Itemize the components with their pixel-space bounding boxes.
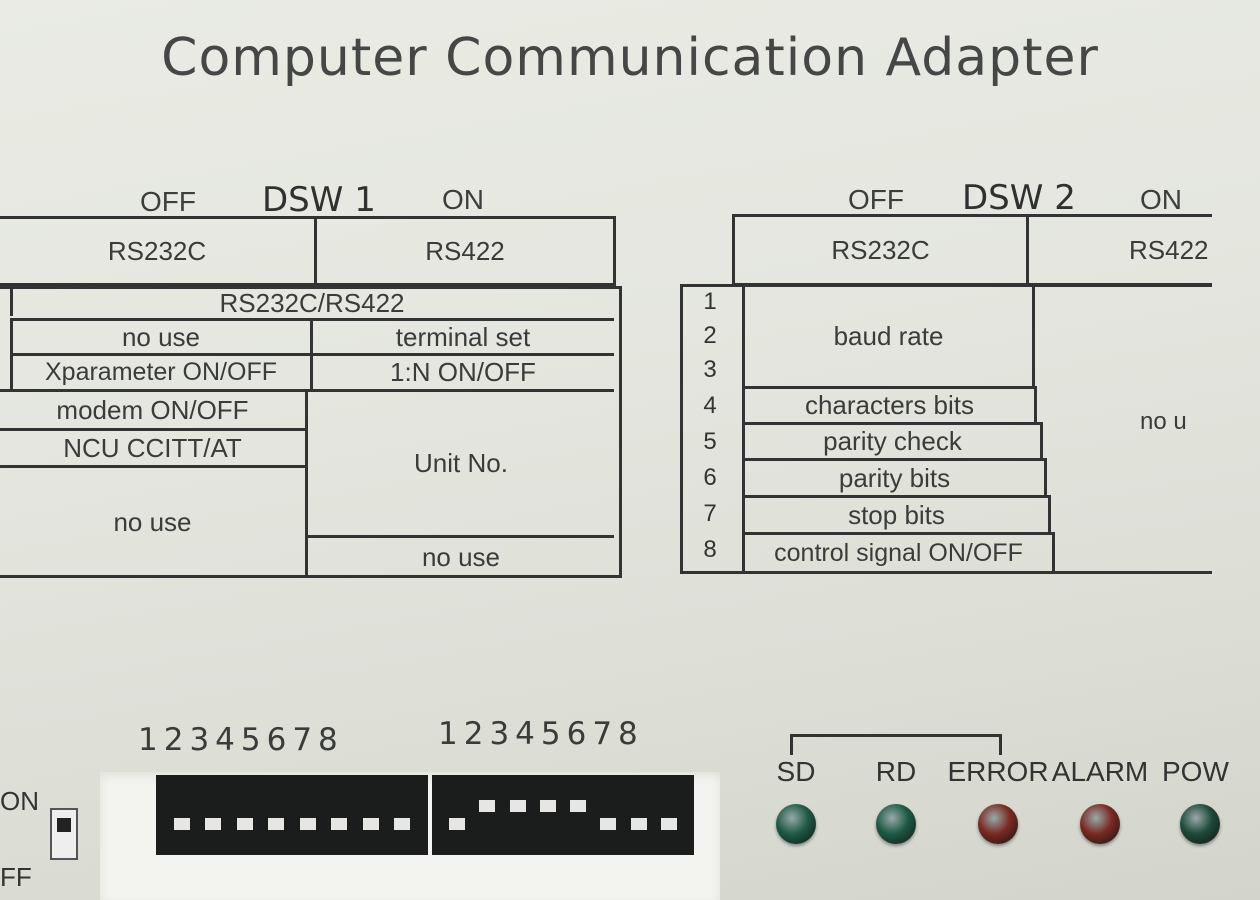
dip-switch-2-4[interactable] — [538, 800, 558, 830]
dsw2-title: DSW 2 — [962, 178, 1076, 218]
led-sd-indicator — [776, 804, 816, 844]
dip-switch-2-7[interactable] — [629, 800, 649, 830]
dip-switch-1-1[interactable] — [172, 800, 192, 830]
dsw2-number-6: 6 — [703, 464, 717, 491]
dip-switch-1-8[interactable] — [392, 800, 412, 830]
dip-switch-2-3[interactable] — [508, 800, 528, 830]
dip1-numbers: 12345678 — [138, 722, 344, 758]
dip-knob — [205, 818, 222, 830]
dip-knob — [331, 818, 348, 830]
dip-knob — [362, 818, 379, 830]
led-label-error: ERROR — [947, 756, 1049, 787]
dsw2-body-box — [680, 284, 1212, 574]
dip-knob — [660, 818, 677, 830]
dsw2-col-off: RS232C — [831, 234, 930, 265]
dsw2-control-signal: control signal ON/OFF — [774, 539, 1023, 567]
dsw1-unit-no: Unit No. — [414, 448, 508, 478]
dsw2-on-side-note: no u — [1140, 408, 1187, 435]
dsw2-parity-check: parity check — [823, 426, 962, 456]
dsw2-characters-bits: characters bits — [804, 390, 975, 420]
dsw2-number-7: 7 — [703, 500, 717, 527]
dsw2-parity-bits: parity bits — [838, 462, 951, 493]
dsw1-row-interface: RS232C/RS422 — [219, 287, 405, 318]
dsw1-body-box — [0, 286, 622, 578]
led-label-pow: POW — [1162, 756, 1229, 787]
dip-switch-2-5[interactable] — [568, 800, 588, 830]
dsw2-number-8: 8 — [703, 536, 717, 563]
dip-knob — [299, 818, 316, 830]
side-switch-on-label: ON — [0, 786, 39, 816]
toggle-knob — [57, 818, 71, 832]
dip-switch-1-6[interactable] — [329, 800, 349, 830]
dsw2-number-3: 3 — [703, 356, 717, 383]
dsw2-number-5: 5 — [703, 428, 717, 455]
led-rd-indicator — [876, 804, 916, 844]
dsw2-off-label: OFF — [848, 184, 904, 215]
led-alarm-indicator — [1080, 804, 1120, 844]
dsw2-col-on: RS422 — [1129, 234, 1209, 265]
dsw1-row3-off: Xparameter ON/OFF — [45, 358, 277, 386]
dip-switch-2-2[interactable] — [477, 800, 497, 830]
dip-knob — [570, 800, 587, 812]
dip-switch-2-8[interactable] — [659, 800, 679, 830]
dsw1-title: DSW 1 — [262, 180, 376, 220]
dip-knob — [630, 818, 647, 830]
side-switch-off-label: FF — [0, 862, 32, 892]
dip-switch-bank-2[interactable] — [432, 775, 694, 855]
dip-switch-1-5[interactable] — [298, 800, 318, 830]
mode-toggle-switch[interactable] — [50, 808, 78, 860]
dsw1-row2-on: terminal set — [395, 321, 531, 352]
dsw1-row6-off: no use — [113, 506, 192, 537]
dsw1-row2-off: no use — [121, 321, 201, 352]
dsw1-row4-off: modem ON/OFF — [56, 394, 249, 425]
dip-knob — [394, 818, 411, 830]
dip2-numbers: 12345678 — [438, 716, 644, 752]
dsw2-number-1: 1 — [703, 288, 717, 315]
led-label-alarm: ALARM — [1051, 756, 1149, 787]
sd-rd-error-bracket — [790, 734, 1002, 755]
dsw2-stop-bits: stop bits — [848, 499, 945, 530]
dip-knob — [600, 818, 617, 830]
dip-knob — [509, 800, 526, 812]
dsw1-col-on: RS422 — [425, 235, 505, 266]
led-pow-indicator — [1180, 804, 1220, 844]
dsw2-on-label: ON — [1140, 184, 1182, 215]
dsw2-number-2: 2 — [703, 322, 717, 349]
dsw1-row3-on: 1:N ON/OFF — [390, 357, 536, 387]
dip-switch-bank-1[interactable] — [156, 775, 428, 855]
led-label-sd: SD — [776, 756, 816, 787]
dsw1-header-box — [0, 216, 616, 286]
panel-title: Computer Communication Adapter — [161, 28, 1099, 88]
dip-switch-1-3[interactable] — [235, 800, 255, 830]
dsw2-baud-rate: baud rate — [833, 321, 944, 351]
dip-knob — [268, 818, 285, 830]
dip-knob — [173, 818, 190, 830]
dip-switch-2-1[interactable] — [447, 800, 467, 830]
dip-switch-1-7[interactable] — [361, 800, 381, 830]
led-error-indicator — [978, 804, 1018, 844]
dip-switch-1-2[interactable] — [203, 800, 223, 830]
dip-knob — [236, 818, 253, 830]
dsw1-on-label: ON — [442, 184, 484, 215]
dsw1-col-off: RS232C — [107, 235, 207, 266]
dsw1-row6-on: no use — [421, 541, 501, 572]
dip-knob — [539, 800, 556, 812]
led-label-rd: RD — [875, 756, 917, 787]
dsw1-row5-off: NCU CCITT/AT — [63, 432, 242, 463]
dsw2-number-4: 4 — [703, 392, 717, 419]
dip-knob — [449, 818, 466, 830]
dsw1-off-label: OFF — [140, 186, 196, 217]
dip-knob — [479, 800, 496, 812]
dip-switch-1-4[interactable] — [266, 800, 286, 830]
dip-switch-2-6[interactable] — [598, 800, 618, 830]
